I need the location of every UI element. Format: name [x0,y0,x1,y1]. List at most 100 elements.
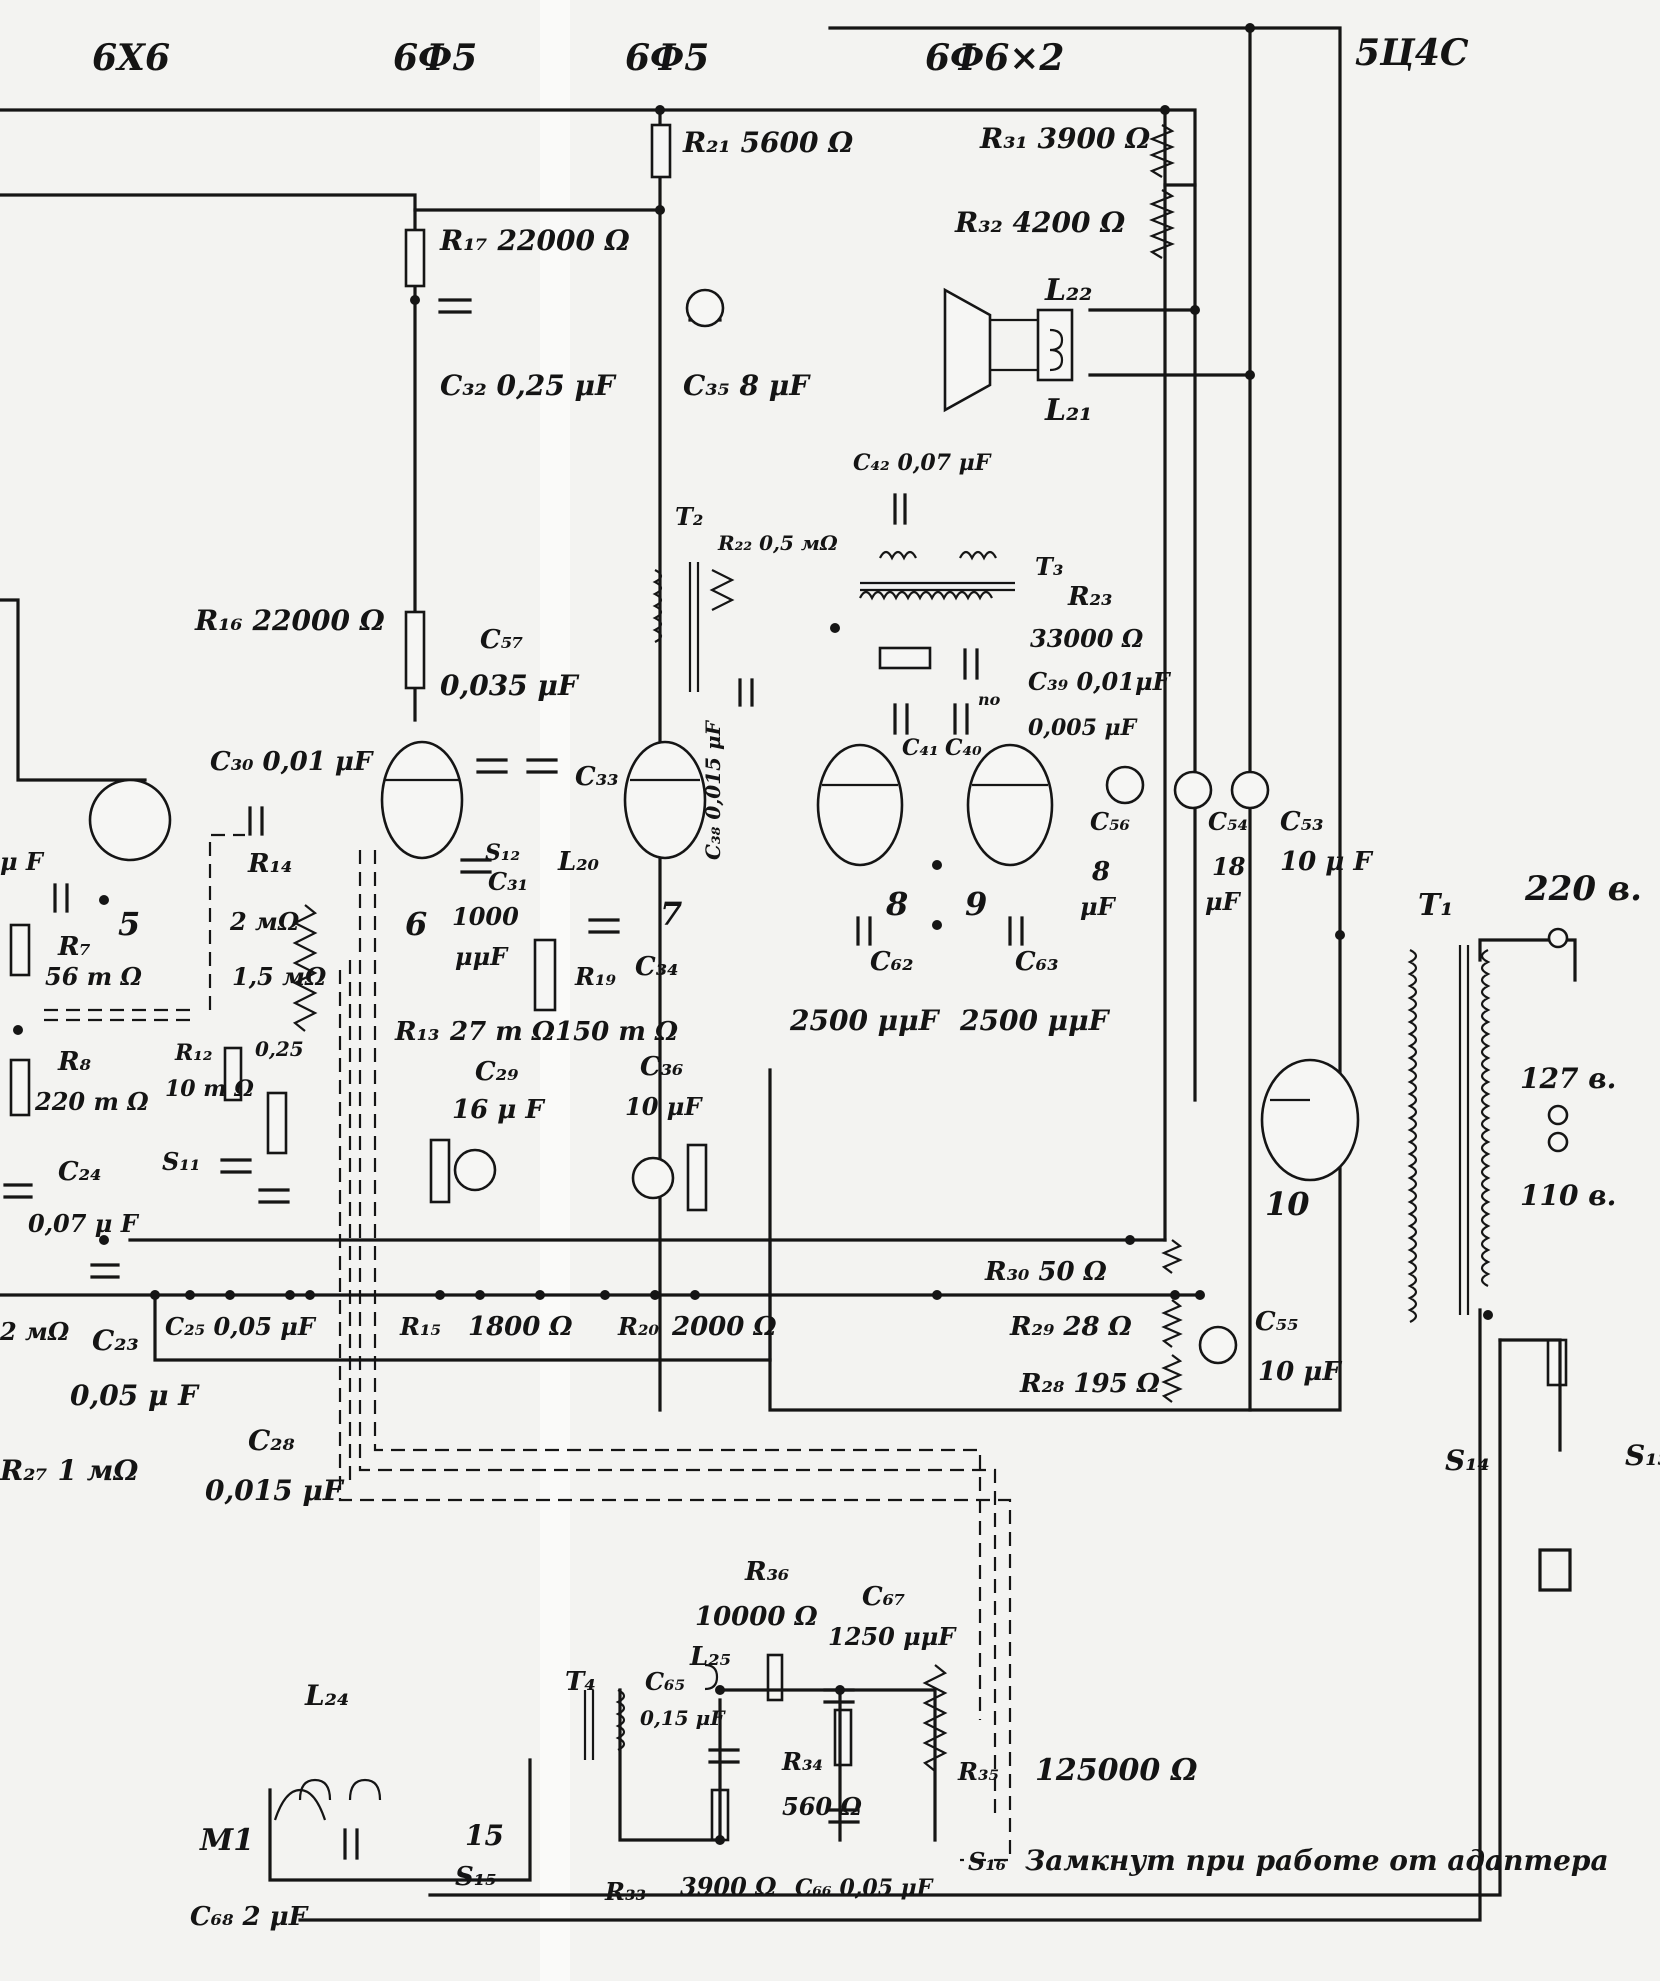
label-c42: C₄₂ 0,07 μF [853,450,992,476]
label-c23-val: 0,05 μ F [70,1379,200,1412]
resistor-r15 [429,1138,451,1204]
label-r14-a: 2 мΩ [229,907,300,936]
resistor-r20 [686,1143,708,1212]
label-t4: T₄ [565,1667,596,1697]
resistor-r29 [1161,1299,1183,1348]
label-c56-unit: μF [1080,892,1117,921]
tube-number-10: 10 [1265,1185,1310,1223]
label-c29-val: 16 μ F [452,1095,545,1125]
label-c40-val: 0,005 μF [1028,715,1138,741]
label-t1: T₁ [1418,888,1453,923]
tube-7 [623,740,707,860]
label-c24-val: 0,07 μ F [28,1209,140,1238]
label-r36-val: 10000 Ω [695,1602,818,1632]
label-c24: C₂₄ [58,1157,101,1187]
label-c53: C₅₃ [1280,807,1323,837]
label-r20: R₂₀ [617,1312,659,1341]
label-s16-note: Замкнут при работе от адаптера [1025,1844,1609,1877]
label-127v: 127 в. [1520,1062,1616,1095]
label-r7-val: 56 т Ω [45,962,143,991]
tube-number-9: 9 [965,885,987,923]
cap-c56 [1105,765,1145,805]
label-c67: C₆₇ [862,1582,905,1612]
label-c40: C₄₀ [945,735,982,761]
label-r13-val: 27 т Ω [449,1017,555,1047]
label-r21: R₂₁ 5600 Ω [682,126,853,159]
resistor-r34 [833,1708,853,1767]
cap-c38 [738,678,754,707]
label-r8-val: 220 т Ω [34,1087,149,1116]
label-m1: M1 [199,1823,254,1858]
label-c28: C₂₈ [248,1424,295,1457]
label-r27: R₂₇ 1 мΩ [0,1454,138,1487]
label-c55: C₅₅ [1255,1307,1298,1337]
cap-c32 [438,298,472,314]
label-t3: T₃ [1035,552,1063,581]
cap-c68 [343,1828,359,1860]
resistor-r23 [878,646,932,670]
label-r30: R₃₀ 50 Ω [984,1257,1107,1287]
resistor-mains-fuse [1546,1338,1568,1387]
resistor-r32 [1149,189,1175,259]
tube-9 [966,743,1054,867]
cap-c34 [588,918,620,934]
label-c25: C₂₅ 0,05 μF [165,1312,317,1341]
cap-c35-can [685,288,725,328]
resistor-r19 [533,938,557,1012]
tube-number-5: 5 [118,905,140,943]
resistor-r8 [9,1058,31,1117]
resistor-r7 [9,923,31,977]
tube-5 [88,778,172,862]
label-r35-val: 125000 Ω [1035,1753,1198,1788]
label-c31-val: 1000 [452,902,519,931]
label-c66: C₆₆ 0,05 μF [795,1875,934,1901]
label-c68: C₆₈ 2 μF [190,1902,309,1932]
cap-c23 [90,1263,120,1279]
label-r31: R₃₁ 3900 Ω [979,122,1150,155]
tube-label-6x6: 6X6 [92,37,170,79]
label-c57: C₅₇ [480,625,523,655]
label-s16: S₁₆ [968,1847,1006,1876]
label-c39: C₃₉ 0,01 [1028,667,1135,696]
bottom-wires [268,938,1577,1922]
cap-c66 [828,1808,860,1824]
label-c62-val: 2500 μμF [789,1004,941,1037]
cap-c36 [631,1156,675,1200]
label-c34: C₃₄ [635,952,678,982]
core-t4 [583,1690,595,1760]
resistor-r28 [1161,1354,1183,1403]
terminal-110 [1547,1131,1569,1153]
tube-6 [380,740,464,860]
label-c36: C₃₆ [640,1052,683,1082]
label-r14-b: 1,5 мΩ [232,962,327,991]
label-c56: C₅₆ [1090,807,1130,836]
label-c31: C₃₁ [488,867,528,896]
label-r12: R₁₂ [174,1040,213,1066]
label-r15-val: 1800 Ω [468,1312,573,1342]
label-r19-val: 150 т Ω [555,1017,678,1047]
label-r28: R₂₈ 195 Ω [1019,1369,1160,1399]
transformers [273,287,1491,1821]
resistor-r16 [404,610,426,690]
cap-c62 [856,916,872,946]
top-wires [0,26,1342,1412]
label-c29: C₂₉ [475,1057,519,1087]
label-c40-pre: по [978,690,1001,709]
tube-10 [1260,1058,1360,1182]
label-s15-num: 15 [465,1819,504,1852]
resistor-r17 [404,228,426,288]
coil-l25 [704,1663,719,1691]
label-r33-val: 3900 Ω [680,1872,777,1901]
label-s11: S₁₁ [162,1147,200,1176]
label-c54: C₅₄ [1208,807,1248,836]
labels: 6X6 6Ф5 6Ф5 6Ф6×2 5Ц4С 5 6 7 8 9 10 R₂₁ … [0,32,1660,1932]
label-r14: R₁₄ [247,849,292,879]
coil-t3-secondary [879,550,997,561]
label-l21: L₂₁ [1044,393,1092,428]
label-110v: 110 в. [1520,1179,1616,1212]
label-c57-val: 0,035 μF [440,669,580,702]
cap-c57b [526,758,558,774]
mains-terminals [1547,927,1569,1153]
cap-left [53,883,69,913]
